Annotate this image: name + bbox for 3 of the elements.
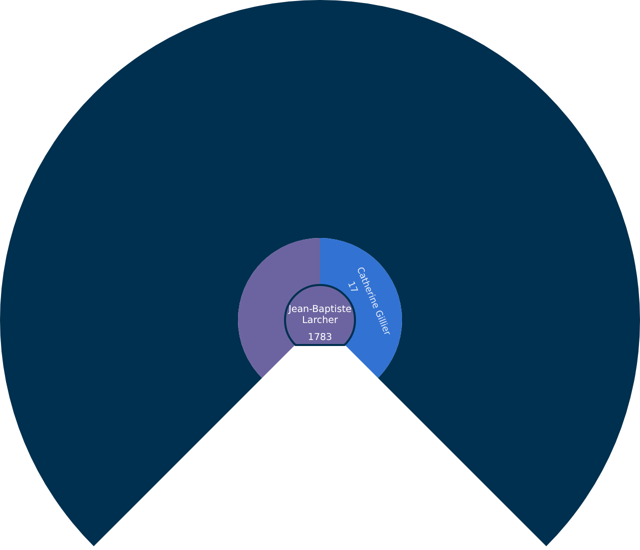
person-name: Jean-Baptiste Larcher [288, 304, 352, 326]
birth-year: 1783 [308, 332, 332, 343]
birth-year: 17 [345, 280, 359, 295]
